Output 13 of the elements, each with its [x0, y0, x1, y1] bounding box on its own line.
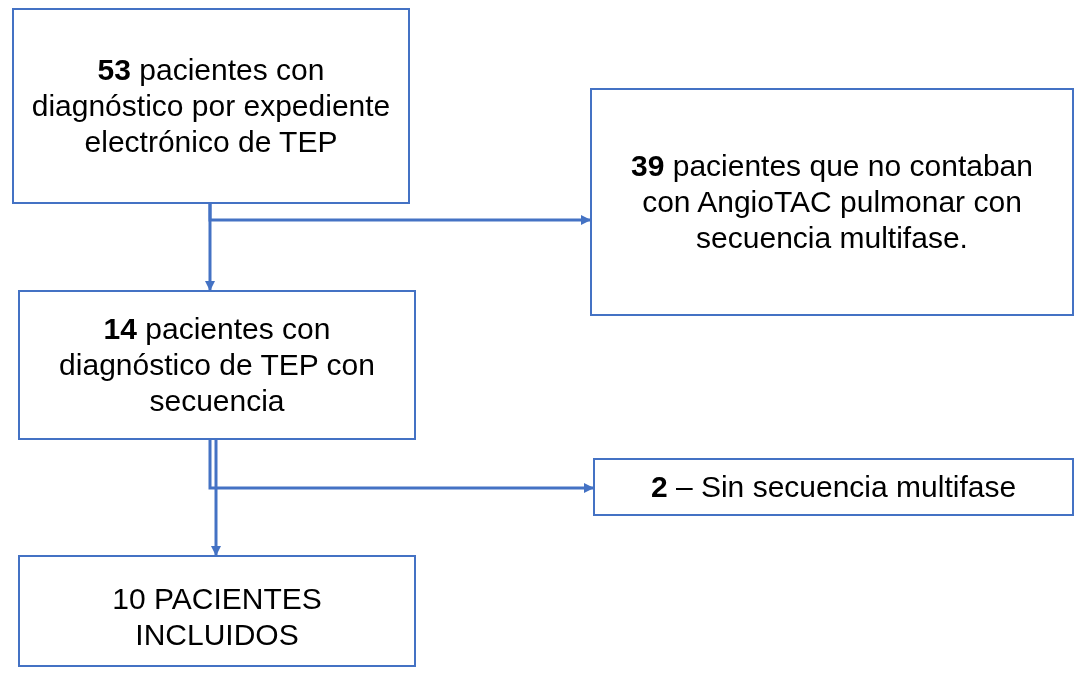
process-box	[18, 555, 416, 667]
process-box	[593, 458, 1074, 516]
box-text: 10 PACIENTES INCLUIDOS	[111, 581, 323, 653]
arrow	[211, 440, 221, 556]
arrow	[208, 440, 594, 493]
box-text: 2 – Sin secuencia multifase	[650, 469, 1017, 505]
box-text: 14 pacientes con diagnóstico de TEP con secuencia	[58, 311, 376, 419]
arrow	[208, 204, 591, 225]
box-text: 53 pacientes con diagnóstico por expediente electrónico de TEP	[30, 52, 392, 160]
process-box	[12, 8, 410, 204]
box-text: 39 pacientes que no contaban con AngioTAC pulmonar con secuencia multifase.	[630, 148, 1034, 256]
process-box	[18, 290, 416, 440]
process-box	[590, 88, 1074, 316]
